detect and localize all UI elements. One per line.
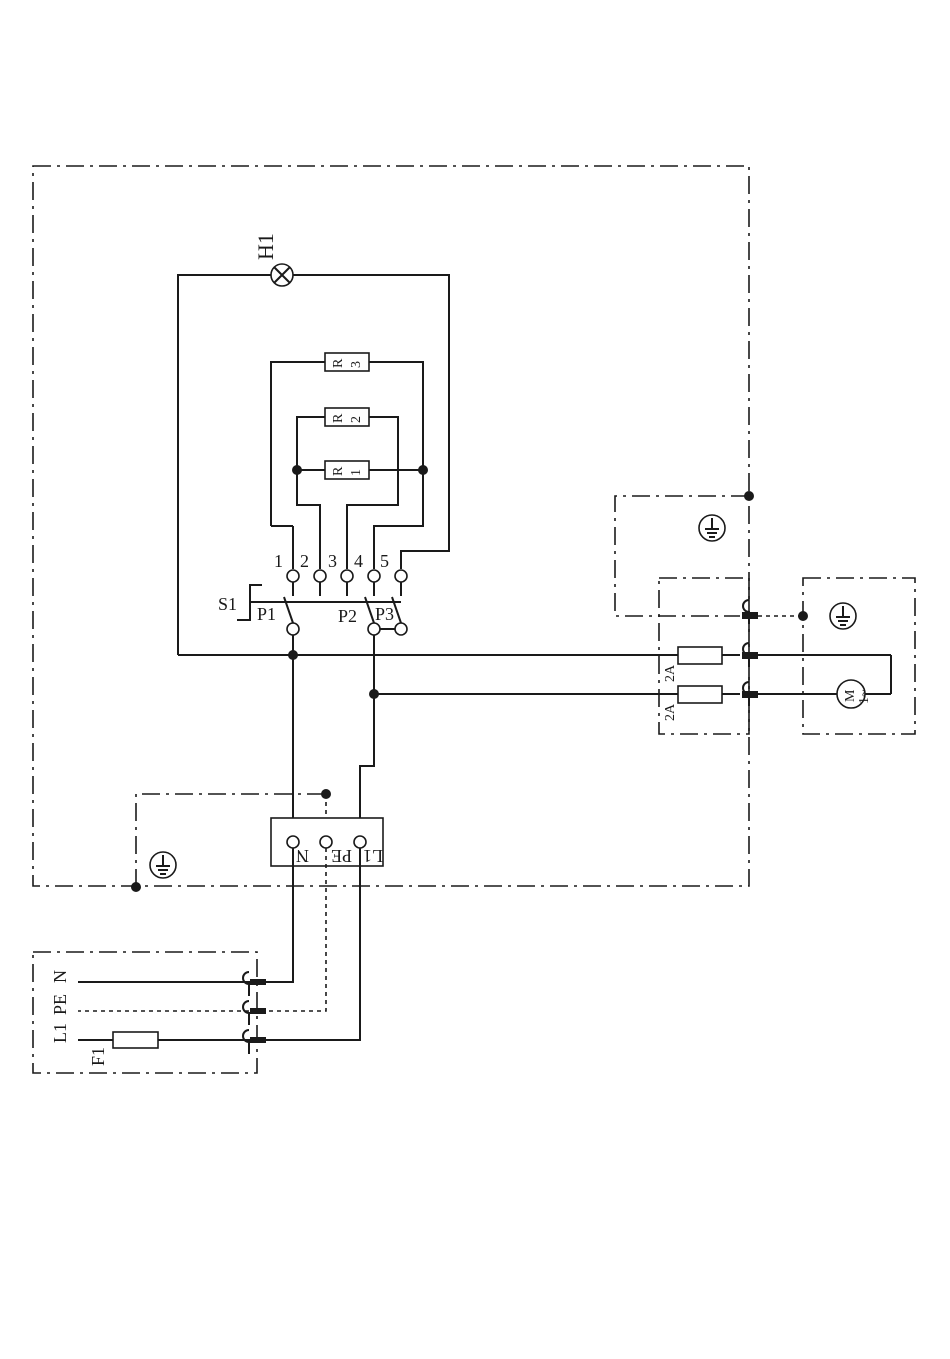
motor-circuit: 2A 2A M 1~	[374, 491, 891, 721]
position-p1-label: P1	[257, 604, 276, 624]
earth-icon	[150, 852, 176, 878]
contact-3-terminal	[341, 570, 353, 582]
terminal-l1-label: L1	[363, 846, 383, 866]
terminal-n-label: N	[296, 846, 309, 866]
p3-terminal	[395, 623, 407, 635]
lamp-circuit: H1	[178, 233, 449, 655]
contact-2-terminal	[314, 570, 326, 582]
resistor-r1-letter: R	[331, 466, 346, 476]
motor-phase: 1~	[857, 689, 872, 704]
contact-5-terminal	[395, 570, 407, 582]
contact-4-label: 4	[354, 551, 363, 571]
contact-1-terminal	[287, 570, 299, 582]
resistor-r3-letter: R	[331, 358, 346, 368]
selector-switch: 1 2 3 4 5 S1 P1 P2 P3	[218, 551, 407, 635]
mains-n-label: N	[50, 970, 70, 983]
lamp-h1-label: H1	[253, 233, 278, 260]
earth-icon	[830, 603, 856, 629]
terminal-pe-label: PE	[331, 846, 352, 866]
position-p2-label: P2	[338, 606, 357, 626]
motor-letter: M	[843, 689, 858, 702]
mains-feed: N PE L1 F1	[50, 848, 360, 1066]
resistor-r3-index: 3	[349, 361, 364, 368]
fuse-2a-upper-label: 2A	[663, 664, 678, 682]
earth-enclosure-top	[615, 496, 749, 616]
contact-4-terminal	[368, 570, 380, 582]
terminal-block: N PE L1	[271, 818, 383, 866]
p2-terminal	[368, 623, 380, 635]
fuse-2a-upper	[678, 647, 722, 664]
contact-1-label: 1	[274, 551, 283, 571]
contact-2-label: 2	[300, 551, 309, 571]
resistor-r2-letter: R	[331, 413, 346, 423]
internal-wiring	[178, 635, 740, 836]
mains-pe-label: PE	[50, 994, 70, 1015]
mains-l1-label: L1	[50, 1023, 70, 1043]
fuse-2a-lower	[678, 686, 722, 703]
p1-terminal	[287, 623, 299, 635]
contact-5-label: 5	[380, 551, 389, 571]
earth-icon	[699, 515, 725, 541]
fuse-f1-label: F1	[88, 1047, 108, 1066]
resistor-r1-index: 1	[349, 469, 364, 476]
position-p3-label: P3	[375, 604, 394, 624]
terminal-pe	[320, 836, 332, 848]
switch-s1-label: S1	[218, 594, 237, 614]
contact-3-label: 3	[328, 551, 337, 571]
fuse-2a-lower-label: 2A	[663, 703, 678, 721]
fuse-f1	[113, 1032, 158, 1048]
resistor-r2-index: 2	[349, 416, 364, 423]
resistor-network: R 3 R 2 R 1	[271, 353, 428, 569]
